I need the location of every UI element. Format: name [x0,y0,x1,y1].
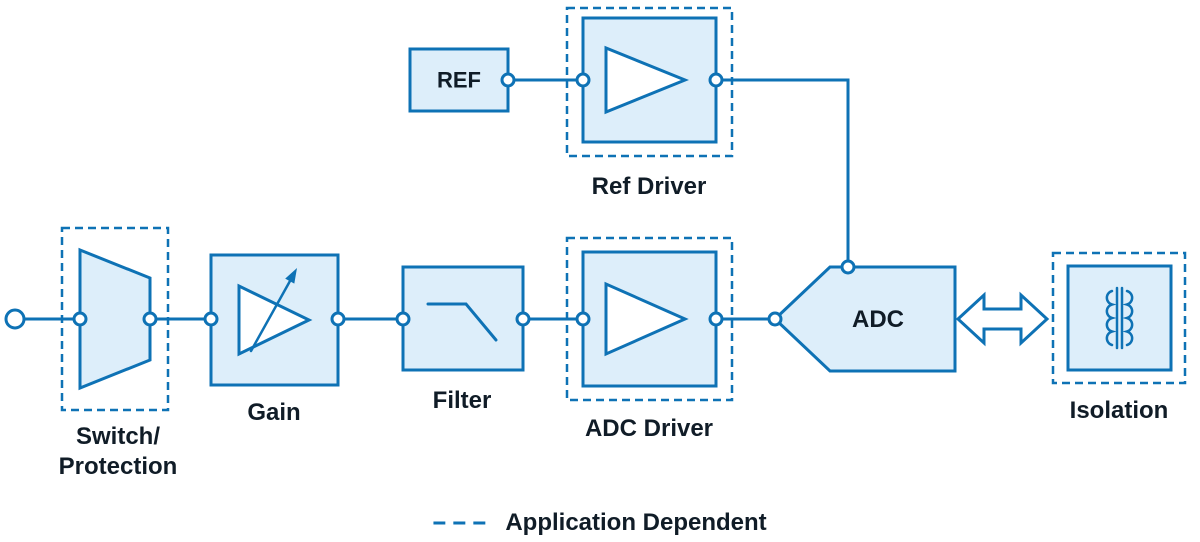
isolation-dashed-box [1051,251,1187,385]
terminal-dot [142,311,158,327]
transformer-secondary-winding-icon [1122,289,1134,347]
input-terminal [4,308,26,330]
terminal-dot [515,311,531,327]
ref-label: REF [437,67,481,93]
legend-label: Application Dependent [505,509,767,536]
gain-variable-arrow [249,279,292,353]
legend: Application Dependent [433,509,767,537]
switch-protection-label-line1: Switch/ [75,423,160,450]
terminal-dot [203,311,219,327]
filter-box [401,265,525,372]
terminal-dot [72,311,88,327]
transformer-primary-winding-icon [1105,289,1117,347]
terminal-dot [330,311,346,327]
terminal-dot [767,311,783,327]
adc-pentagon [772,265,957,373]
isolation-box [1066,264,1173,372]
adc-isolation-double-arrow [955,291,1050,347]
switch-protection-label-line2: Protection [58,453,178,480]
gain-label: Gain [247,399,301,426]
adc-label: ADC [852,306,904,333]
isolation-label: Isolation [1069,397,1169,424]
gain-amplifier-triangle [237,283,313,357]
gain-variable-arrowhead [285,268,297,284]
terminal-dot [395,311,411,327]
lowpass-filter-icon [426,302,498,342]
terminal-dot [575,72,591,88]
terminal-dot [840,259,856,275]
adc-driver-label: ADC Driver [584,415,714,442]
transformer-core-icon [1115,286,1124,350]
terminal-dot [708,72,724,88]
ref-driver-dashed-box [565,6,734,158]
terminal-dot [708,311,724,327]
switch-protection-trapezoid [78,247,152,391]
adc-driver-amplifier-triangle [604,281,689,357]
ref-driver-amplifier-triangle [604,45,689,115]
terminal-dot [500,72,516,88]
switch-protection-label: Switch/ Protection [59,422,178,482]
filter-label: Filter [432,387,492,414]
wire-ref-driver-to-adc [716,78,850,267]
legend-dashed-line-icon [433,521,492,525]
ref-driver-label: Ref Driver [591,173,707,200]
terminal-dot [575,311,591,327]
